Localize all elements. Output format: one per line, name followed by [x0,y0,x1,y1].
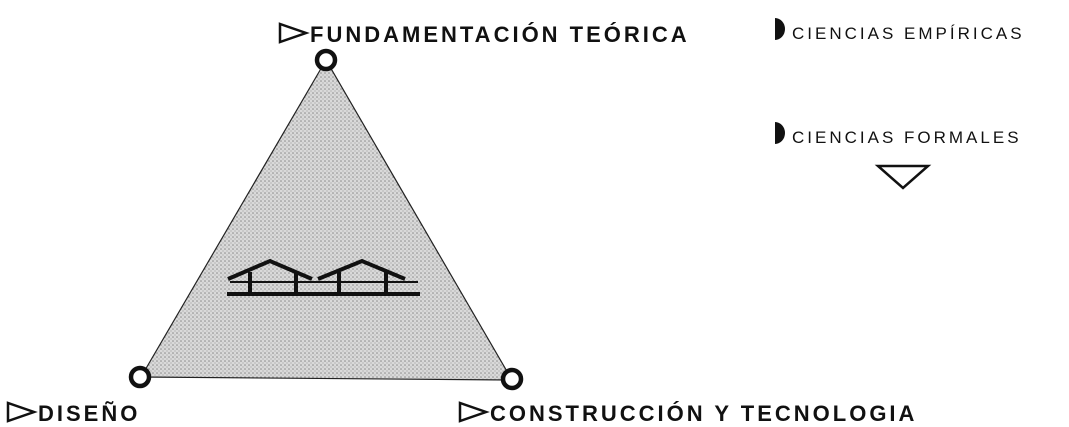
side-item-empiricas: CIENCIAS EMPÍRICAS [792,24,1025,43]
half-circle-icon [775,122,785,144]
vertex-node-top [314,48,338,72]
triangle-down-icon [874,164,932,190]
vertex-label-top: FUNDAMENTACIÓN TEÓRICA [310,22,690,47]
side-item-formales: CIENCIAS FORMALES [792,128,1022,147]
triangle-right-icon [458,401,490,423]
triangle-right-icon [6,401,38,423]
vertex-label-bottom-left: DISEÑO [38,401,140,426]
triangle-right-icon [278,22,310,44]
triangle-area [139,58,514,381]
house-sections-icon [227,258,420,296]
half-circle-icon [775,18,785,40]
vertex-node-bottom-right [500,367,524,391]
vertex-node-bottom-left [128,365,152,389]
vertex-label-bottom-right: CONSTRUCCIÓN Y TECNOLOGIA [490,401,917,426]
